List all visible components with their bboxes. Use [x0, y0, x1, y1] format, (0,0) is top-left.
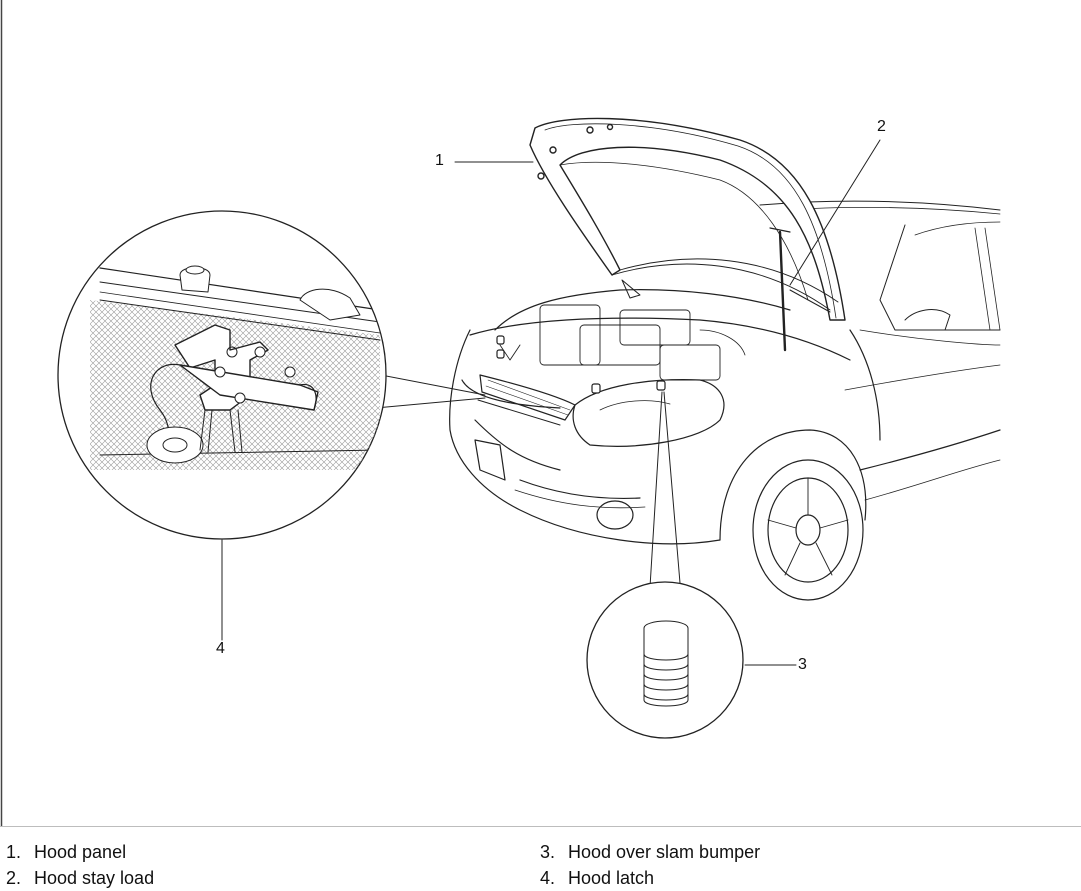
legend-item: 2. Hood stay load: [6, 867, 154, 889]
legend-label: Hood latch: [568, 868, 655, 888]
legend-label: Hood panel: [34, 842, 127, 862]
legend-number: 1.: [6, 842, 22, 862]
legend-label: Hood over slam bumper: [568, 842, 761, 862]
legend-number: 4.: [540, 868, 556, 888]
legend-item: 3. Hood over slam bumper: [540, 841, 760, 863]
callout-1-label: 1: [435, 152, 444, 169]
legend-number: 3.: [540, 842, 556, 862]
hood-panel-shape: [529, 117, 846, 321]
hood-latch-detail: [57, 210, 387, 540]
legend-item: 1. Hood panel: [6, 841, 126, 863]
callout-4-label: 4: [216, 640, 225, 657]
callout-3-label: 3: [798, 656, 807, 673]
hood-assembly-illustration: [0, 0, 1001, 827]
diagram-area: 1 2 3 4: [0, 0, 1001, 827]
legend-number: 2.: [6, 868, 22, 888]
legend-label: Hood stay load: [34, 868, 155, 888]
callout-2-label: 2: [877, 118, 886, 135]
bumper-detail: [586, 581, 744, 739]
car-body: [449, 200, 1001, 601]
hood-stay-rod: [778, 230, 831, 352]
callout-leaders: [221, 139, 881, 666]
legend-item: 4. Hood latch: [540, 867, 654, 889]
parts-legend: 1. Hood panel 2. Hood stay load 3. Hood ove…: [0, 826, 1081, 891]
